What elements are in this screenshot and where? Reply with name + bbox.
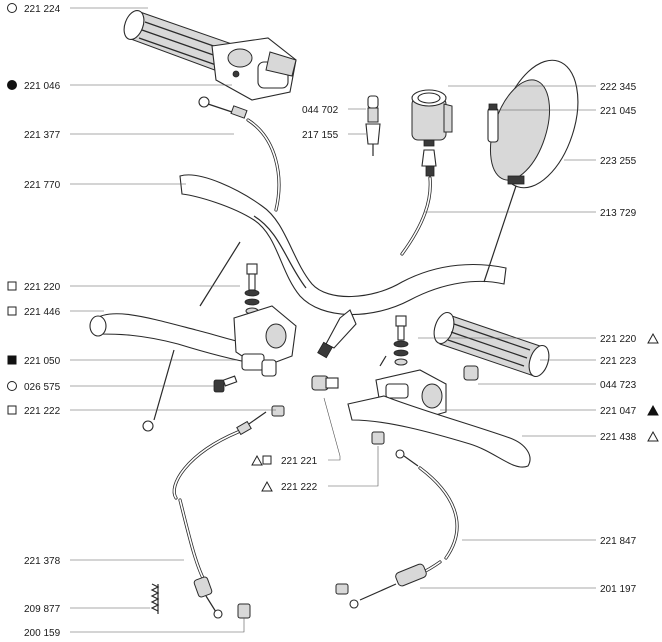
headlight bbox=[483, 59, 579, 283]
triangle-open-marker bbox=[251, 454, 263, 466]
left-lever-bracket bbox=[233, 305, 297, 377]
speedometer bbox=[411, 89, 453, 147]
throttle-housing bbox=[211, 37, 297, 101]
part-number-label: 221 770 bbox=[24, 180, 61, 191]
part-number-label: 221 378 bbox=[24, 556, 61, 567]
left-throttle-grip bbox=[123, 10, 233, 73]
handlebar bbox=[179, 174, 507, 316]
square-open-marker bbox=[262, 455, 272, 465]
part-number-label: 221 446 bbox=[24, 307, 61, 318]
part-number-label: 221 220 bbox=[600, 334, 637, 345]
throttle-cable bbox=[198, 96, 281, 212]
part-number-label: 209 877 bbox=[24, 604, 61, 615]
triangle-open-marker bbox=[261, 480, 273, 492]
part-number-labels: 221 224 221 046 221 377 221 770 221 220 … bbox=[24, 4, 637, 639]
part-number-label: 221 377 bbox=[24, 130, 61, 141]
part-number-label: 200 159 bbox=[24, 628, 61, 639]
circle-open-marker bbox=[7, 381, 17, 391]
part-number-label: 217 155 bbox=[302, 130, 339, 141]
part-number-label: 044 702 bbox=[302, 105, 339, 116]
long-lever-cable bbox=[172, 405, 285, 619]
indicator-bulb bbox=[365, 95, 381, 156]
square-open-marker bbox=[7, 306, 17, 316]
square-filled-marker bbox=[7, 355, 17, 365]
circle-filled-marker bbox=[7, 80, 17, 90]
cable-adjuster bbox=[335, 563, 427, 609]
cable-spring bbox=[150, 583, 160, 614]
adjuster-screw bbox=[213, 375, 238, 393]
part-number-label: 221 222 bbox=[281, 482, 318, 493]
callout-markers bbox=[7, 3, 659, 492]
lever-switch bbox=[311, 309, 385, 445]
right-brake-lever bbox=[347, 395, 531, 468]
part-number-label: 221 224 bbox=[24, 4, 61, 15]
left-brake-lever bbox=[89, 313, 263, 365]
right-lever-bolt-stack bbox=[379, 315, 409, 367]
part-number-label: 221 045 bbox=[600, 106, 637, 117]
part-number-label: 221 220 bbox=[24, 282, 61, 293]
part-number-label: 201 197 bbox=[600, 584, 637, 595]
part-number-label: 221 221 bbox=[281, 456, 318, 467]
left-lever-bolt-stack bbox=[199, 241, 260, 315]
part-number-label: 221 438 bbox=[600, 432, 637, 443]
square-open-marker bbox=[7, 405, 17, 415]
leader-lines bbox=[70, 7, 596, 633]
part-number-label: 213 729 bbox=[600, 208, 637, 219]
part-number-label: 221 222 bbox=[24, 406, 61, 417]
part-number-label: 026 575 bbox=[24, 382, 61, 393]
part-number-label: 223 255 bbox=[600, 156, 637, 167]
part-number-label: 221 047 bbox=[600, 406, 637, 417]
right-grip bbox=[433, 311, 550, 378]
part-number-label: 221 847 bbox=[600, 536, 637, 547]
speedometer-cable bbox=[400, 149, 437, 256]
circle-open-marker bbox=[7, 3, 17, 13]
left-short-cable bbox=[142, 349, 175, 432]
part-number-label: 221 046 bbox=[24, 81, 61, 92]
triangle-open-marker bbox=[647, 332, 659, 344]
part-number-label: 222 345 bbox=[600, 82, 637, 93]
cable-clamp-nut bbox=[237, 603, 251, 619]
part-number-label: 221 050 bbox=[24, 356, 61, 367]
triangle-open-marker bbox=[647, 430, 659, 442]
bar-end-cap bbox=[463, 365, 479, 381]
square-open-marker bbox=[7, 281, 17, 291]
part-number-label: 044 723 bbox=[600, 380, 637, 391]
triangle-filled-marker bbox=[647, 404, 659, 416]
part-number-label: 221 223 bbox=[600, 356, 637, 367]
right-long-cable bbox=[395, 449, 459, 582]
